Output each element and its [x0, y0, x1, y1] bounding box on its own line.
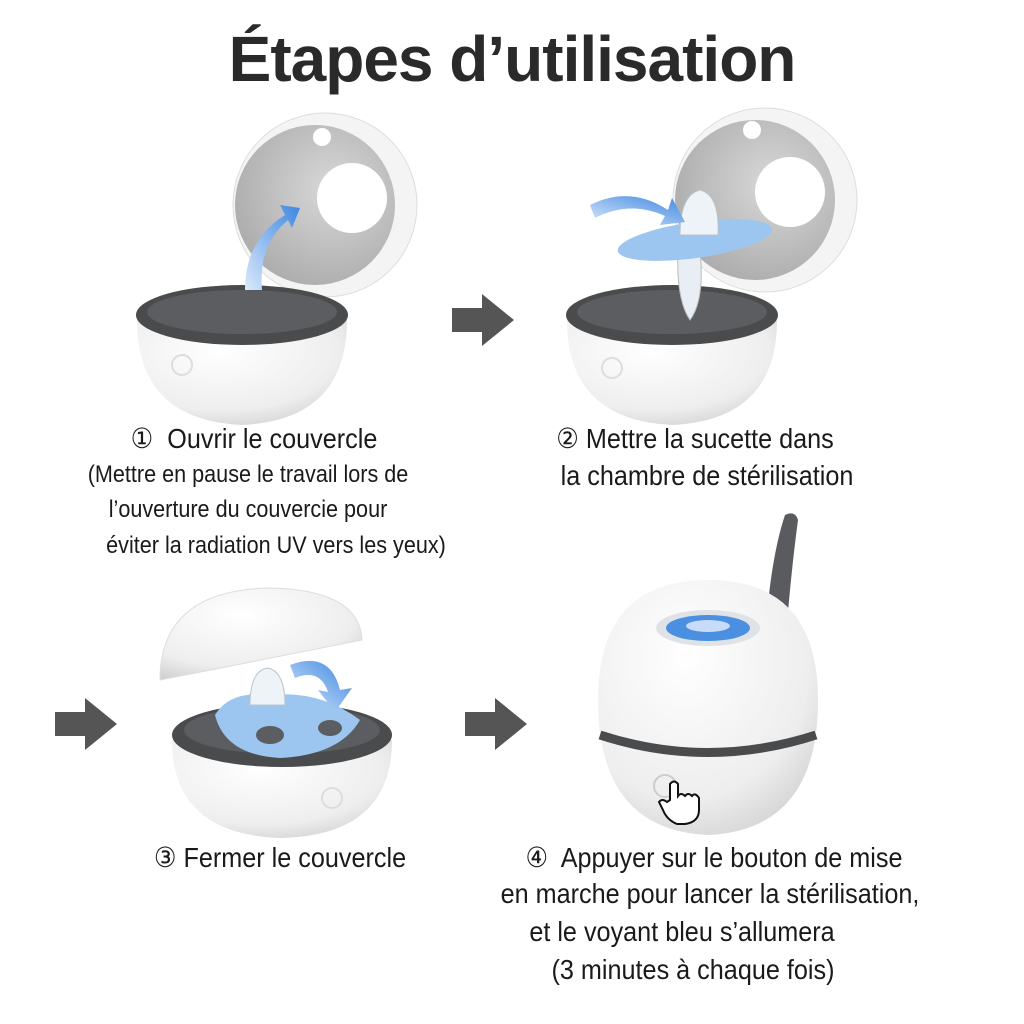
step3-device-closing: [159, 587, 392, 838]
step-label-text: Mettre la sucette dans: [585, 423, 834, 454]
page-title: Étapes d’utilisation: [228, 23, 797, 95]
pacifier-nipple: [677, 249, 702, 321]
pacifier-shield: [215, 694, 360, 758]
step-label-text: Appuyer sur le bouton de mise: [560, 842, 903, 873]
next-arrow-icon: [55, 698, 117, 750]
step4-label-line: en marche pour lancer la stérilisation,: [500, 878, 920, 909]
step-number: ③: [153, 842, 177, 873]
step-number: ①: [130, 423, 154, 454]
close-arrow-icon: [290, 660, 352, 712]
step-number: ④: [525, 842, 549, 873]
step2-label: ② Mettre la sucette dans: [556, 422, 834, 455]
next-arrow-icon: [465, 698, 527, 750]
hand-pointer-icon: [657, 780, 700, 825]
step3-label: ③ Fermer le couvercle: [154, 841, 406, 874]
step4-label: ④ Appuyer sur le bouton de mise: [525, 841, 902, 874]
step2-label-line: la chambre de stérilisation: [560, 460, 854, 491]
open-arrow-icon: [245, 205, 300, 290]
step1-note-line: (Mettre en pause le travail lors de: [87, 461, 409, 488]
step-label-text: Fermer le couvercle: [183, 842, 407, 873]
step1-note-line: éviter la radiation UV vers les yeux): [106, 532, 446, 559]
next-arrow-icon: [452, 294, 514, 346]
step1-note-line: l’ouverture du couvercie pour: [108, 496, 388, 523]
pacifier-shield: [617, 219, 773, 261]
step1-device-open: [136, 112, 418, 425]
step1-label: ① Ouvrir le couvercle: [131, 422, 378, 455]
step4-label-line: (3 minutes à chaque fois): [551, 954, 835, 985]
step4-label-line: et le voyant bleu s’allumera: [529, 916, 835, 947]
insert-arrow-icon: [590, 196, 685, 225]
step4-device-closed-on: [598, 513, 818, 835]
step2-device-with-pacifier: [566, 107, 858, 425]
step-label-text: Ouvrir le couvercle: [167, 423, 378, 454]
step-number: ②: [556, 423, 579, 454]
